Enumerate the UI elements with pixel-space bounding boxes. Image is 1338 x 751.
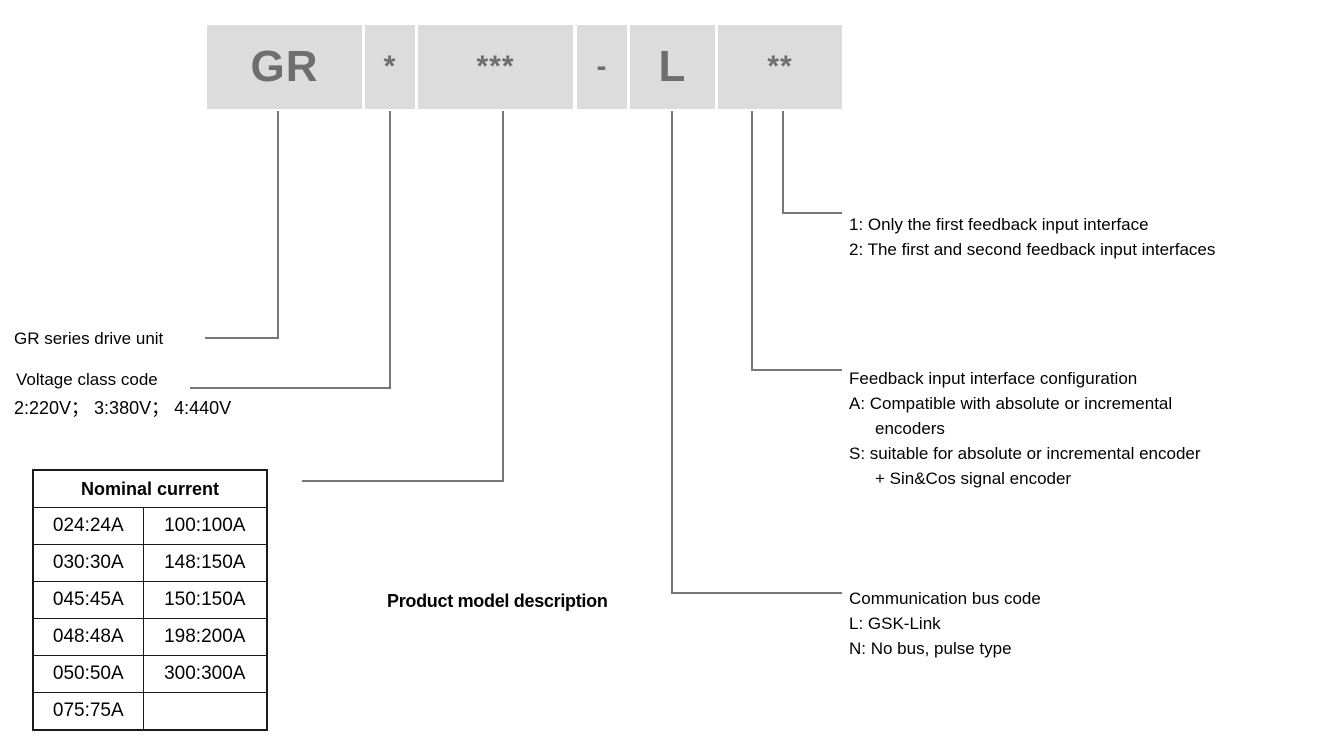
table-row: 048:48A 198:200A [32,618,268,656]
label-feedback-config-s: S: suitable for absolute or incremental … [849,444,1201,463]
label-voltage-class-code: Voltage class code [16,370,158,389]
table-cell-right: 300:300A [142,655,268,693]
code-box-dash: - [577,25,627,109]
diagram-caption: Product model description [387,591,608,611]
label-feedback-count-group: 1: Only the first feedback input interfa… [849,212,1215,262]
table-cell-left: 075:75A [32,692,144,731]
label-voltage-class-values: 2:220V； 3:380V； 4:440V [14,398,232,418]
label-feedback-config-a-cont: encoders [875,419,945,438]
label-feedback-count-line1: 1: Only the first feedback input interfa… [849,215,1149,234]
label-communication-bus-title: Communication bus code [849,589,1041,608]
label-feedback-config-s-cont: + Sin&Cos signal encoder [875,469,1072,488]
label-communication-bus-n: N: No bus, pulse type [849,639,1012,658]
nominal-current-table: Nominal current 024:24A 100:100A 030:30A… [32,469,268,731]
label-series-drive-unit: GR series drive unit [14,329,164,348]
table-cell-right: 148:150A [142,544,268,582]
leader-feedback-count [782,111,842,214]
table-header-nominal-current: Nominal current [32,469,268,508]
table-cell-left: 048:48A [32,618,144,656]
leader-bus [671,111,842,594]
table-row: 050:50A 300:300A [32,655,268,693]
table-row: 024:24A 100:100A [32,507,268,545]
leader-series [205,111,279,339]
table-cell-left: 045:45A [32,581,144,619]
label-communication-bus-group: Communication bus code L: GSK-Link N: No… [849,586,1041,661]
code-box-feedback: ** [718,25,842,109]
code-box-bus: L [630,25,715,109]
leader-feedback-config [751,111,842,371]
table-row: 045:45A 150:150A [32,581,268,619]
table-cell-right-empty [142,692,268,731]
code-box-series: GR [207,25,362,109]
code-box-voltage: * [365,25,415,109]
table-row: 030:30A 148:150A [32,544,268,582]
leader-voltage [190,111,391,389]
leader-current [302,111,504,482]
table-cell-left: 030:30A [32,544,144,582]
table-cell-left: 024:24A [32,507,144,545]
table-cell-left: 050:50A [32,655,144,693]
code-box-current: *** [418,25,573,109]
table-header-row: Nominal current [32,469,268,508]
table-cell-right: 198:200A [142,618,268,656]
label-feedback-config-title: Feedback input interface configuration [849,369,1138,388]
table-cell-right: 100:100A [142,507,268,545]
label-feedback-config-a: A: Compatible with absolute or increment… [849,394,1173,413]
label-communication-bus-l: L: GSK-Link [849,614,941,633]
label-feedback-count-line2: 2: The first and second feedback input i… [849,240,1216,259]
label-feedback-config-group: Feedback input interface configuration A… [849,366,1201,491]
table-cell-right: 150:150A [142,581,268,619]
table-row: 075:75A [32,692,268,731]
